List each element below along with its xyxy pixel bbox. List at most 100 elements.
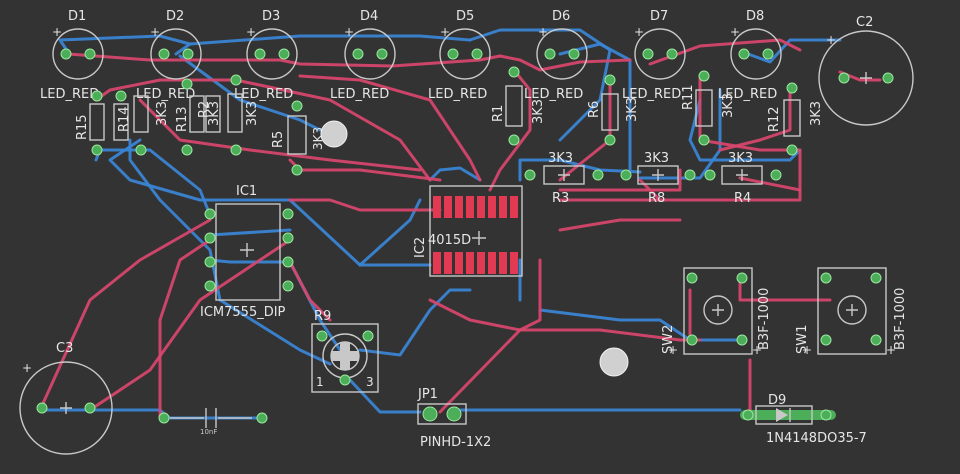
c1-value: 10nF xyxy=(200,428,217,436)
resistor-r15: R15 xyxy=(75,90,105,156)
sw2-ref: SW2 xyxy=(661,325,676,354)
led-value: LED_RED xyxy=(428,87,487,102)
resistor-ref: R11 xyxy=(681,84,696,110)
resistor-ref: R4 xyxy=(734,191,751,206)
led-value: LED_RED xyxy=(330,87,389,102)
resistor-r1: R1 3K3 xyxy=(491,66,546,146)
led-value: LED_RED xyxy=(40,87,99,102)
resistor-ref: R12 xyxy=(767,106,782,132)
resistor-value: 3K3 xyxy=(531,99,546,124)
resistor-value: 3K3 xyxy=(155,101,170,126)
led-ref: D4 xyxy=(360,9,378,24)
led-row: + D1 LED_RED + D2 LED_RED + D3 LED_RED +… xyxy=(40,9,782,102)
resistor-ref: R15 xyxy=(75,114,90,140)
resistor-r2: R2 3K3 xyxy=(197,74,260,156)
led-d8: + D8 LED_RED xyxy=(718,9,782,102)
r9-pin3: 3 xyxy=(366,375,374,389)
led-d4: + D4 LED_RED xyxy=(330,9,396,102)
header-jp1: JP1 PINHD-1X2 xyxy=(417,387,491,450)
resistor-value: 3K3 xyxy=(245,101,260,126)
resistor-value: 3K3 xyxy=(548,151,573,166)
led-plus-mark: + xyxy=(246,25,256,39)
led-ref: D1 xyxy=(68,9,86,24)
led-ref: D7 xyxy=(650,9,668,24)
resistor-ref: R8 xyxy=(648,191,665,206)
resistor-ref: R1 xyxy=(491,105,506,122)
horizontal-resistors: 3K3 R3 3K3 R8 3K3 R4 xyxy=(524,151,782,206)
resistor-r6: R6 3K3 xyxy=(587,74,640,146)
led-plus-mark: + xyxy=(730,25,740,39)
resistor-value: 3K3 xyxy=(207,101,222,126)
r9-ref: R9 xyxy=(314,309,331,324)
d9-ref: D9 xyxy=(768,393,786,408)
c2-plus-mark: + xyxy=(826,33,836,47)
diode-d9: D9 1N4148DO35-7 xyxy=(740,393,867,446)
led-ref: D5 xyxy=(456,9,474,24)
led-value: LED_RED xyxy=(524,87,583,102)
jp1-value: PINHD-1X2 xyxy=(420,435,491,450)
d9-value: 1N4148DO35-7 xyxy=(766,431,867,446)
sw2-value: B3F-1000 xyxy=(757,288,772,350)
resistor-ref: R5 xyxy=(271,131,286,148)
resistor-r12: R12 3K3 xyxy=(767,82,824,156)
resistor-ref: R6 xyxy=(587,101,602,118)
resistor-r14: R14 3K3 xyxy=(113,90,170,156)
sw1-plus: + xyxy=(802,343,812,357)
resistor-r5: R5 3K3 xyxy=(271,100,325,176)
mounting-hole xyxy=(599,347,629,377)
c3-ref: C3 xyxy=(56,341,73,356)
ic2-value: 4015D xyxy=(428,233,471,248)
led-plus-mark: + xyxy=(634,25,644,39)
c2-ref: C2 xyxy=(856,15,873,30)
resistor-r3: 3K3 R3 xyxy=(524,151,604,206)
resistor-value: 3K3 xyxy=(809,101,824,126)
capacitor-c2: + C2 xyxy=(818,15,914,126)
resistor-r8: 3K3 R8 xyxy=(620,151,696,206)
resistor-value: 3K3 xyxy=(721,93,736,118)
sw1-plus-right: + xyxy=(886,343,896,357)
led-d6: + D6 LED_RED xyxy=(524,9,588,102)
resistor-value: 3K3 xyxy=(644,151,669,166)
resistor-ref: R2 xyxy=(197,101,212,118)
capacitor-c1: 10nF xyxy=(158,408,268,436)
led-d5: + D5 LED_RED xyxy=(428,9,491,102)
resistor-r13: R13 3K3 xyxy=(175,78,222,156)
ic1-dip: IC1 ICM7555_DIP xyxy=(200,184,294,320)
jp1-ref: JP1 xyxy=(417,387,438,402)
trimmer-r9: R9 1 3 xyxy=(311,309,379,393)
capacitor-c3: + C3 xyxy=(19,341,113,455)
sw1-ref: SW1 xyxy=(795,325,810,354)
led-value: LED_RED xyxy=(136,87,195,102)
r9-pin1: 1 xyxy=(316,375,324,389)
led-d3: + D3 LED_RED xyxy=(234,9,298,102)
led-ref: D6 xyxy=(552,9,570,24)
ic2-soic: IC2 4015D xyxy=(413,185,523,277)
resistor-value: 3K3 xyxy=(728,151,753,166)
led-d7: + D7 LED_RED xyxy=(622,9,686,102)
led-value: LED_RED xyxy=(234,87,293,102)
led-plus-mark: + xyxy=(150,25,160,39)
switch-sw2: SW2 B3F-1000 + + xyxy=(661,267,772,357)
ic1-value: ICM7555_DIP xyxy=(200,305,286,320)
led-plus-mark: + xyxy=(440,25,450,39)
led-d1: + D1 LED_RED xyxy=(40,9,104,102)
resistor-ref: R14 xyxy=(117,106,132,132)
ic2-pads xyxy=(433,196,518,274)
led-value: LED_RED xyxy=(622,87,681,102)
resistor-r11: R11 3K3 xyxy=(681,70,736,146)
led-plus-mark: + xyxy=(52,25,62,39)
resistor-ref: R13 xyxy=(175,106,190,132)
mounting-hole xyxy=(320,120,348,148)
led-ref: D3 xyxy=(262,9,280,24)
led-value: LED_RED xyxy=(718,87,777,102)
resistor-value: 3K3 xyxy=(625,97,640,122)
led-d2: + D2 LED_RED xyxy=(136,9,202,102)
vertical-resistors: R15 R14 3K3 R13 3K3 R2 3K3 R xyxy=(75,66,824,176)
led-ref: D2 xyxy=(166,9,184,24)
switch-sw1: SW1 B3F-1000 + + xyxy=(795,267,908,357)
ic1-ref: IC1 xyxy=(236,184,257,199)
led-plus-mark: + xyxy=(538,25,548,39)
led-plus-mark: + xyxy=(344,25,354,39)
ic2-ref: IC2 xyxy=(413,237,428,258)
